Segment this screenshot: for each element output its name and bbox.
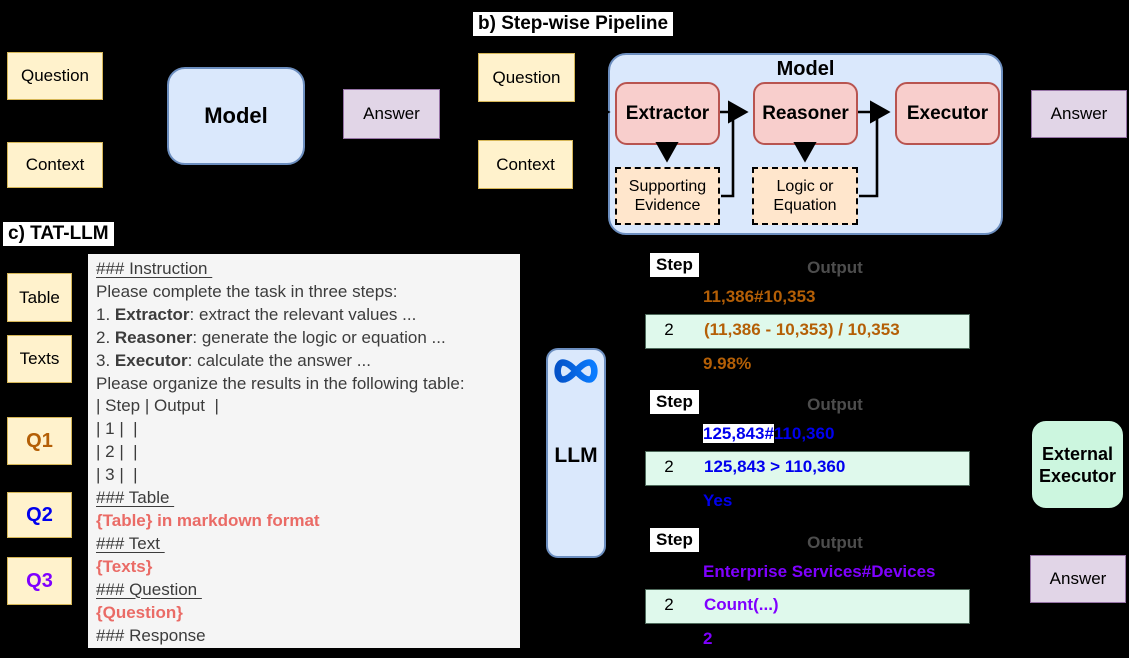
row-step2-highlighted: 2 Count(...) [645, 589, 970, 624]
step-table: Step Output 125,843#110,360 2 125,843 > 110,… [645, 390, 975, 518]
prompt-line: Please complete the task in three steps: [96, 281, 398, 301]
stage-extractor-label: Extractor [625, 102, 710, 124]
prompt-line: {Texts} [96, 556, 153, 576]
output-header: Output [807, 258, 863, 277]
output-header: Output [807, 533, 863, 552]
logic-equation-label: Logic or Equation [773, 178, 837, 214]
external-executor-box: External Executor [1030, 419, 1125, 510]
step2-output-text: 125,843 > 110,360 [704, 457, 846, 476]
stage-extractor-box: Extractor [615, 82, 720, 145]
input-texts-label: Texts [19, 349, 60, 368]
step-number: 2 [664, 595, 674, 614]
stage-reasoner-label: Reasoner [762, 102, 849, 124]
prompt-box: ### Instruction Please complete the task… [86, 252, 522, 650]
prompt-line: ### Instruction [96, 259, 213, 278]
prompt-line: 3. Executor: calculate the answer ... [96, 350, 371, 370]
panel-a-model-box: Model [167, 67, 305, 165]
prompt-line: ### Text [96, 533, 165, 553]
prompt-line: | Step | Output | [96, 396, 219, 416]
row-step3-output: 2 [703, 629, 713, 648]
question-q1-box: Q1 [7, 417, 72, 465]
step-number: 2 [664, 320, 674, 339]
panel-b-question-label: Question [492, 67, 561, 87]
row-step2-highlighted: 2 (11,386 - 10,353) / 10,353 [645, 314, 970, 349]
prompt-line: | 2 | | [96, 442, 138, 462]
question-q1-label: Q1 [26, 429, 53, 452]
panel-a-question-label: Question [20, 66, 90, 85]
row-step3-output: Yes [703, 491, 733, 510]
panel-c-answer-box: Answer [1030, 555, 1126, 603]
stage-executor-label: Executor [906, 102, 989, 124]
step2-output-text: Count(...) [704, 595, 779, 614]
panel-a-model-label: Model [204, 103, 268, 128]
llm-label: LLM [554, 444, 598, 467]
question-q2-label: Q2 [26, 503, 53, 526]
prompt-line: 1. Extractor: extract the relevant value… [96, 304, 417, 324]
panel-b-context-label: Context [496, 154, 555, 174]
panel-a-context-box: Context [7, 142, 103, 188]
step-header: Step [650, 528, 699, 552]
row-step1-output: Enterprise Services#Devices [703, 562, 936, 581]
prompt-line: | 3 | | [96, 465, 138, 485]
step-table: Step Output 11,386#10,353 2 (11,386 - 10,353… [645, 253, 975, 381]
panel-b-question-box: Question [478, 53, 575, 102]
prompt-line: ### Question [96, 579, 202, 599]
prompt-line: Please organize the results in the follo… [96, 373, 465, 393]
prompt-line: {Question} [96, 602, 183, 622]
row-step3-output: 9.98% [703, 354, 752, 373]
panel-b-title: b) Step-wise Pipeline [473, 12, 674, 36]
row-step1-output: 125,843#110,360 [703, 424, 835, 443]
panel-b-context-box: Context [478, 140, 573, 189]
input-table-box: Table [7, 273, 72, 322]
step-header: Step [650, 253, 699, 277]
stage-executor-box: Executor [895, 82, 1000, 145]
panel-b-answer-label: Answer [1050, 104, 1108, 123]
prompt-line: ### Response [96, 625, 206, 645]
panel-a-answer-box: Answer [343, 89, 440, 139]
output-header: Output [807, 395, 863, 414]
panel-b-model-title: Model [776, 58, 835, 80]
input-texts-box: Texts [7, 335, 72, 383]
panel-c-title: c) TAT-LLM [3, 222, 114, 246]
step-number: 2 [664, 457, 674, 476]
step-header: Step [650, 390, 699, 414]
question-q3-label: Q3 [26, 569, 53, 592]
prompt-line: ### Table [96, 488, 175, 508]
llm-box: LLM [546, 348, 606, 558]
panel-c-answer-label: Answer [1049, 569, 1107, 588]
prompt-line: 2. Reasoner: generate the logic or equat… [96, 327, 446, 347]
prompt-line: {Table} in markdown format [96, 510, 320, 530]
stage-reasoner-box: Reasoner [753, 82, 858, 145]
question-q2-box: Q2 [7, 492, 72, 538]
supporting-evidence-box: Supporting Evidence [615, 167, 720, 225]
supporting-evidence-label: Supporting Evidence [628, 178, 707, 214]
panel-a-answer-label: Answer [363, 104, 420, 123]
logic-equation-box: Logic or Equation [752, 167, 858, 225]
prompt-line: | 1 | | [96, 419, 138, 439]
meta-logo-icon [554, 359, 598, 383]
row-step1-output: 11,386#10,353 [703, 287, 816, 306]
input-table-label: Table [19, 287, 60, 307]
panel-b-answer-box: Answer [1031, 90, 1127, 138]
step2-output-text: (11,386 - 10,353) / 10,353 [704, 320, 900, 339]
panel-a-question-box: Question [7, 52, 103, 100]
external-executor-label: External Executor [1038, 443, 1117, 486]
question-q3-box: Q3 [7, 557, 72, 605]
row-step2-highlighted: 2 125,843 > 110,360 [645, 451, 970, 486]
panel-a-context-label: Context [25, 155, 85, 174]
